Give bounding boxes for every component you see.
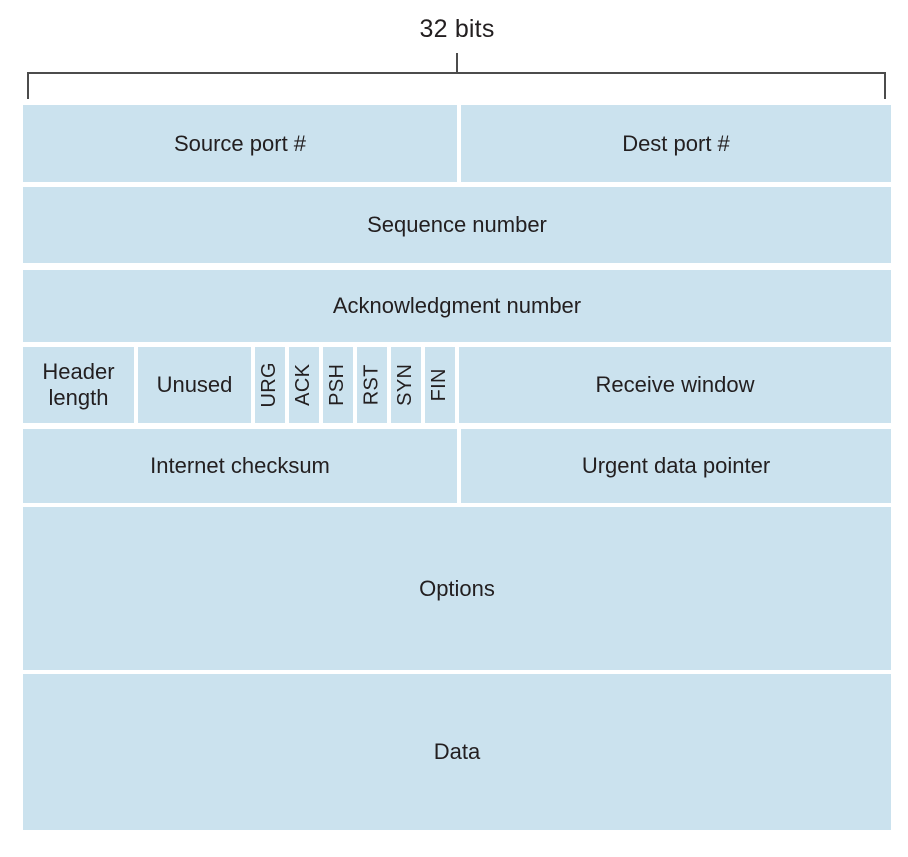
flag-fin-label: FIN bbox=[428, 368, 451, 402]
flag-rst: RST bbox=[357, 347, 387, 423]
flag-urg-label: URG bbox=[258, 362, 281, 408]
row-checksum: Internet checksum Urgent data pointer bbox=[23, 429, 891, 503]
field-internet-checksum: Internet checksum bbox=[23, 429, 457, 503]
field-header-length: Header length bbox=[23, 347, 134, 423]
header-rows: Source port # Dest port # Sequence numbe… bbox=[23, 105, 891, 830]
flag-syn-label: SYN bbox=[394, 363, 417, 407]
flag-psh: PSH bbox=[323, 347, 353, 423]
row-ports: Source port # Dest port # bbox=[23, 105, 891, 182]
field-options: Options bbox=[23, 507, 891, 670]
row-sequence-number: Sequence number bbox=[23, 187, 891, 263]
field-unused: Unused bbox=[138, 347, 251, 423]
field-sequence-number: Sequence number bbox=[23, 187, 891, 263]
flag-ack-label: ACK bbox=[292, 363, 315, 407]
flag-rst-label: RST bbox=[360, 364, 383, 406]
bracket-center-tick bbox=[456, 53, 458, 73]
field-data: Data bbox=[23, 674, 891, 830]
row-acknowledgment-number: Acknowledgment number bbox=[23, 270, 891, 342]
row-options: Options bbox=[23, 507, 891, 670]
flag-urg: URG bbox=[255, 347, 285, 423]
flag-psh-label: PSH bbox=[326, 363, 349, 407]
flag-syn: SYN bbox=[391, 347, 421, 423]
row-flags: Header length Unused URG ACK PSH RST SYN… bbox=[23, 347, 891, 423]
flag-fin: FIN bbox=[425, 347, 455, 423]
row-data: Data bbox=[23, 674, 891, 830]
field-dest-port: Dest port # bbox=[461, 105, 891, 182]
field-acknowledgment-number: Acknowledgment number bbox=[23, 270, 891, 342]
field-source-port: Source port # bbox=[23, 105, 457, 182]
field-urgent-data-pointer: Urgent data pointer bbox=[461, 429, 891, 503]
field-receive-window: Receive window bbox=[459, 347, 891, 423]
bits-width-label: 32 bits bbox=[419, 15, 495, 43]
flag-ack: ACK bbox=[289, 347, 319, 423]
width-bracket bbox=[27, 72, 886, 99]
